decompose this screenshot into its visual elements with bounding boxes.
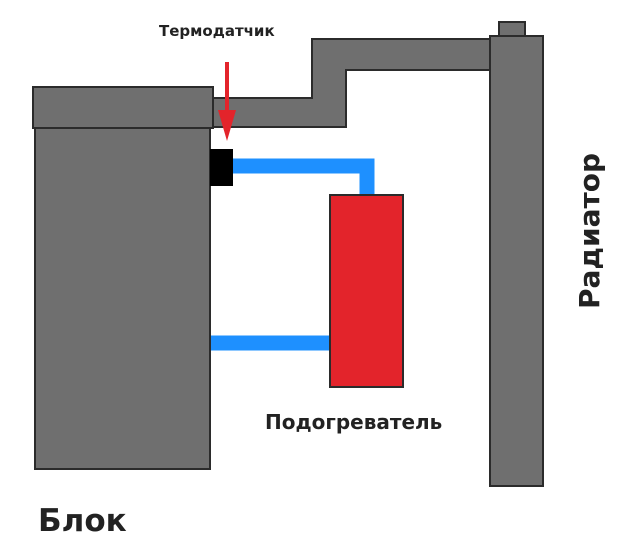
heater — [329, 194, 404, 388]
engine-block-label: Блок — [38, 503, 127, 539]
heater-label: Подогреватель — [265, 410, 443, 434]
radiator — [489, 35, 544, 487]
engine-block-head — [32, 86, 214, 129]
sensor-arrow-head — [218, 110, 236, 141]
radiator-hose — [212, 38, 497, 128]
engine-block — [34, 126, 211, 470]
radiator-cap — [498, 21, 526, 37]
radiator-label: Радиатор — [573, 152, 606, 310]
thermosensor-label: Термодатчик — [159, 22, 275, 40]
upper-coolant-pipe — [228, 158, 375, 198]
temperature-sensor — [210, 149, 233, 186]
